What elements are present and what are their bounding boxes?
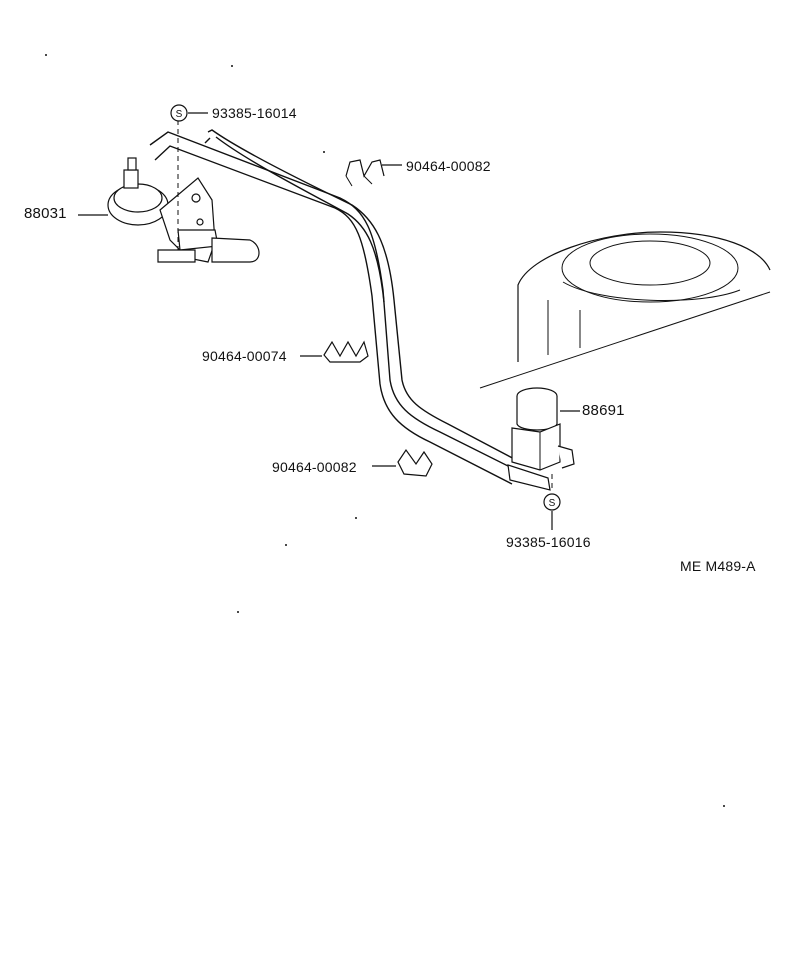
part-label-bolt-bottom: 93385-16016 (506, 534, 591, 550)
vacuum-hose (149, 129, 521, 485)
part-label-clamp-top: 90464-00082 (406, 158, 491, 174)
symbol-s-bottom-text: S (549, 498, 556, 509)
part-label-vsv-valve: 88031 (24, 205, 67, 222)
part-label-clamp-bottom: 90464-00082 (272, 459, 357, 475)
diagram-code: ME M489-A (680, 558, 756, 574)
symbol-s-top-text: S (176, 109, 183, 120)
leader-lines (78, 112, 580, 530)
symbol-s-top: S (170, 104, 188, 122)
symbol-s-bottom: S (543, 493, 561, 511)
vacuum-switch-88691 (507, 387, 575, 491)
clamp-top-shape (345, 159, 385, 187)
part-label-clamp-middle: 90464-00074 (202, 348, 287, 364)
part-label-vacuum-switch: 88691 (582, 402, 625, 419)
vsv-valve-88031 (107, 157, 260, 263)
clamp-middle-shape (323, 340, 369, 363)
speck-marks (45, 54, 725, 807)
part-label-bolt-top: 93385-16014 (212, 105, 297, 121)
air-cleaner-housing (479, 231, 771, 389)
clamp-bottom-shape (397, 448, 433, 477)
